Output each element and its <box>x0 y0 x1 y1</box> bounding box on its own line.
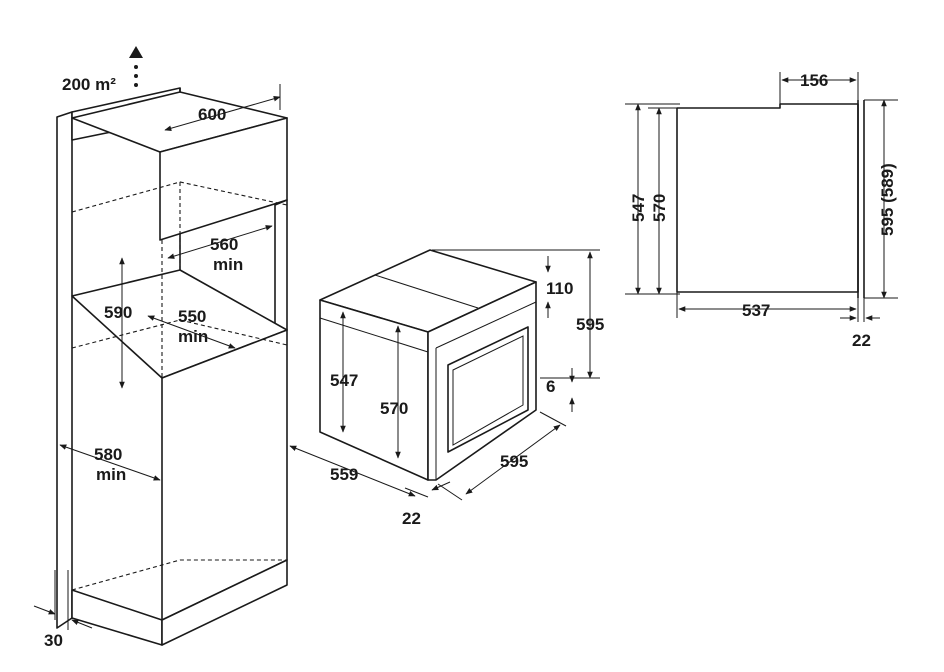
ventilation-arrow <box>129 46 143 87</box>
label-side-depth: 537 <box>742 301 770 320</box>
dim-cabinet-depth <box>147 315 236 349</box>
dim-cabinet-width <box>164 96 281 131</box>
oven-side <box>319 299 429 481</box>
label-opening-width-note: min <box>213 255 243 274</box>
label-oven-body-570: 570 <box>380 399 408 418</box>
dim-base-gap <box>33 605 56 615</box>
label-oven-depth: 559 <box>330 465 358 484</box>
label-side-front: 22 <box>852 331 871 350</box>
label-cabinet-depth: 550 <box>178 307 206 326</box>
oven-door-window <box>447 326 529 453</box>
dim-oven-width <box>465 424 561 495</box>
cabinet-drawing <box>33 46 288 646</box>
label-oven-front-depth: 22 <box>402 509 421 528</box>
label-oven-bottom-offset: 6 <box>546 377 555 396</box>
oven-drawing <box>289 249 600 501</box>
label-oven-width: 595 <box>500 452 528 471</box>
dimension-labels: 200 m² 600 560 min 590 550 min 580 min 3… <box>44 71 897 650</box>
side-view-drawing <box>625 72 898 322</box>
label-cabinet-width: 600 <box>198 105 226 124</box>
cabinet-plinth-front <box>161 559 288 646</box>
label-opening-width: 560 <box>210 235 238 254</box>
label-oven-height: 595 <box>576 315 604 334</box>
label-oven-body-547: 547 <box>330 371 358 390</box>
dim-opening-width <box>167 225 273 259</box>
label-oven-top-offset: 110 <box>546 279 573 298</box>
label-plinth-height: 580 <box>94 445 122 464</box>
label-opening-height: 590 <box>104 303 132 322</box>
dim-oven-front-depth <box>404 487 429 498</box>
dim-plinth-height <box>59 444 161 481</box>
label-cabinet-depth-note: min <box>178 327 208 346</box>
dim-oven-depth <box>289 445 416 497</box>
label-side-595: 595 (589) <box>878 163 897 236</box>
cabinet-right-upright <box>274 199 288 336</box>
side-view-body <box>676 103 859 293</box>
label-plinth-height-note: min <box>96 465 126 484</box>
label-side-570: 570 <box>650 194 669 222</box>
label-base-gap: 30 <box>44 631 63 650</box>
cabinet-plinth <box>71 589 163 646</box>
label-side-top-width: 156 <box>800 71 828 90</box>
label-side-547: 547 <box>629 194 648 222</box>
label-ventilation: 200 m² <box>62 75 116 94</box>
cabinet-left-panel <box>56 111 73 629</box>
